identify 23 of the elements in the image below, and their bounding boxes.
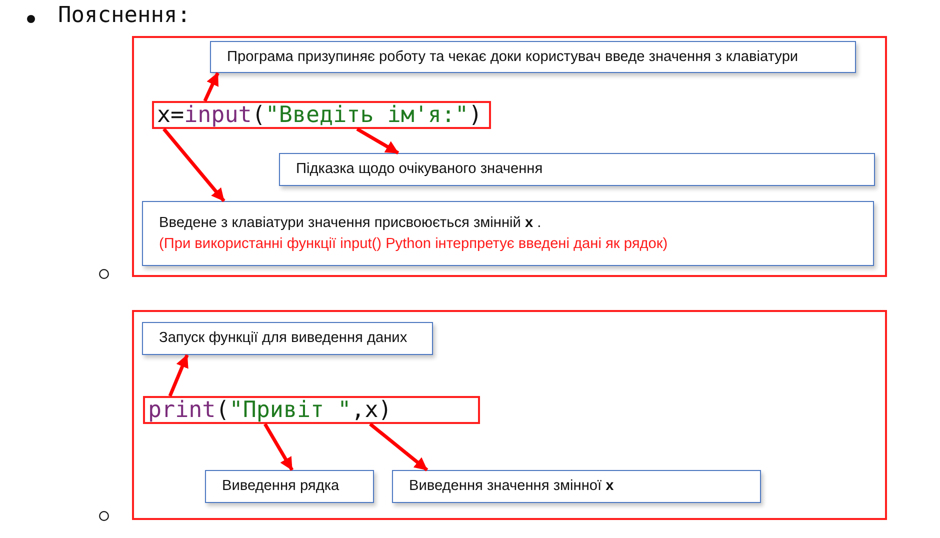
- callout-box: [142, 322, 433, 355]
- callout-text: Виведення значення змінної x: [409, 477, 614, 496]
- callout-box: [205, 470, 374, 503]
- callout-text: Виведення рядка: [222, 477, 340, 496]
- arrow: [263, 423, 294, 471]
- arrow: [168, 354, 189, 397]
- callout-box: [392, 470, 761, 503]
- example-frame: [132, 310, 887, 520]
- callout-text: Програма призупиняє роботу та чекає доки користувач введе значення з клавіатури: [227, 48, 798, 66]
- example-frame: [132, 36, 887, 277]
- callout-box: [210, 41, 856, 73]
- callout-text: (При використанні функції input() Python інтерпретує введені дані як рядок): [159, 234, 668, 254]
- arrow: [369, 422, 428, 472]
- callout-text: Підказка щодо очікуваного значення: [296, 160, 543, 179]
- arrow: [356, 127, 400, 155]
- callout-box: [142, 201, 874, 266]
- code-text: print("Привіт ",x): [148, 398, 392, 422]
- heading-text: Пояснення:: [58, 3, 190, 28]
- arrow: [203, 72, 220, 102]
- code-text: x=input("Введіть ім'я:"): [157, 102, 482, 128]
- callout-text: Запуск функції для виведення даних: [159, 329, 408, 348]
- callout-text: Введене з клавіатури значення присвоюється змінній x .: [159, 214, 542, 232]
- callout-box: [279, 153, 875, 186]
